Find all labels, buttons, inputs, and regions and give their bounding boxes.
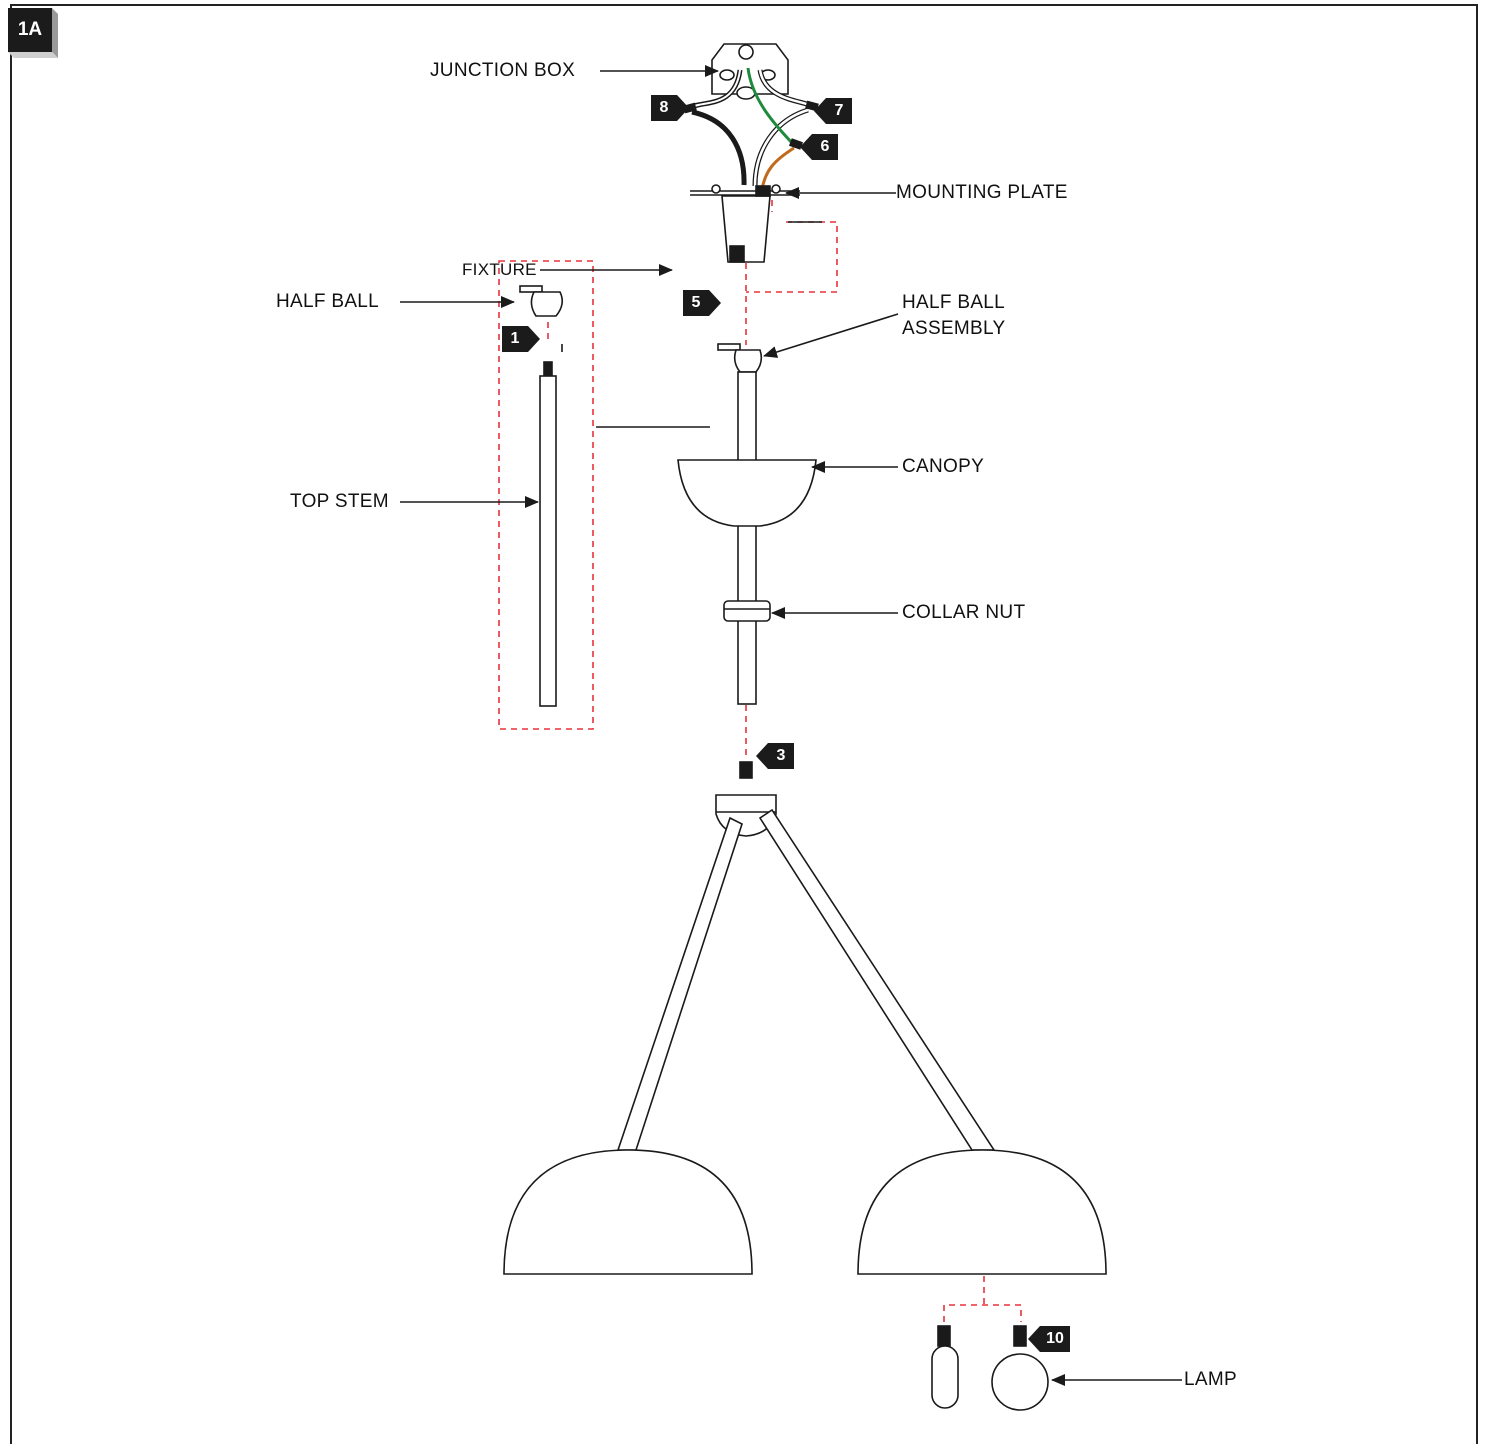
- lamp-tubular: [931, 1325, 959, 1409]
- step-3-number: 3: [776, 747, 786, 764]
- leader-arrows: [400, 65, 1182, 1386]
- figure-badge: 1A: [8, 8, 58, 58]
- step-5-number: 5: [691, 294, 701, 311]
- step-10-marker: 10: [1028, 1326, 1070, 1352]
- wire-nuts: [683, 100, 819, 150]
- step-6-marker: 6: [800, 134, 838, 160]
- step-1-marker: 1: [502, 326, 540, 352]
- label-half-ball: HALF BALL: [276, 291, 380, 312]
- step-1-number: 1: [510, 330, 520, 347]
- label-half-ball-assembly-line2: ASSEMBLY: [902, 318, 1006, 339]
- step-6-number: 6: [820, 138, 830, 155]
- lamp-globe: [991, 1325, 1049, 1411]
- half-ball-part: [519, 285, 564, 317]
- label-mounting-plate: MOUNTING PLATE: [896, 182, 1068, 203]
- top-stem-part: [539, 344, 710, 707]
- stem-assembly: [677, 221, 822, 705]
- step-7-number: 7: [834, 102, 844, 119]
- fixture-part: [503, 761, 1107, 1275]
- step-7-marker: 7: [814, 98, 852, 124]
- figure-frame: [10, 4, 1478, 1444]
- label-junction-box: JUNCTION BOX: [430, 60, 576, 81]
- step-10-number: 10: [1046, 1330, 1064, 1347]
- step-5-marker: 5: [683, 290, 721, 316]
- label-half-ball-assembly-line1: HALF BALL: [902, 292, 1006, 313]
- label-lamp: LAMP: [1184, 1369, 1237, 1390]
- label-canopy: CANOPY: [902, 456, 985, 477]
- step-8-marker: 8: [651, 95, 689, 121]
- label-top-stem: TOP STEM: [290, 491, 389, 512]
- step-8-number: 8: [659, 99, 669, 116]
- step-3-marker: 3: [756, 743, 794, 769]
- label-collar-nut: COLLAR NUT: [902, 602, 1026, 623]
- label-fixture: FIXTURE: [462, 260, 537, 279]
- mounting-plate: [690, 184, 800, 263]
- figure-id: 1A: [17, 19, 43, 40]
- wires: [688, 67, 814, 191]
